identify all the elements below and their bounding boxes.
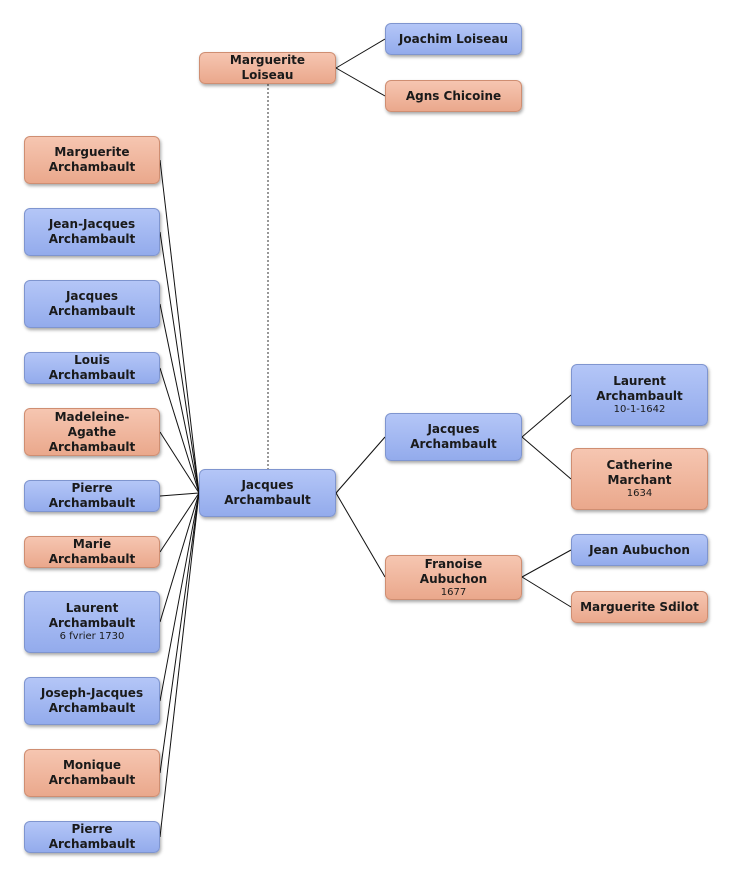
child-name: Pierre Archambault — [48, 822, 136, 851]
child-name: Marguerite Archambault — [48, 145, 136, 174]
child-link-line — [159, 231, 200, 494]
child-link-line — [159, 159, 200, 494]
paternal-grandmother-name: Catherine Marchant — [606, 458, 673, 487]
spouse-father-node[interactable]: Joachim Loiseau — [385, 23, 522, 55]
parent-link-line — [335, 38, 386, 69]
paternal-grandmother-node[interactable]: Catherine Marchant 1634 — [571, 448, 708, 510]
child-node[interactable]: Madeleine-Agathe Archambault — [24, 408, 160, 456]
child-node[interactable]: Laurent Archambault 6 fvrier 1730 — [24, 591, 160, 653]
maternal-grandmother-name: Marguerite Sdilot — [580, 599, 699, 614]
parent-link-line — [521, 436, 572, 480]
child-name: Louis Archambault — [48, 353, 136, 382]
child-node[interactable]: Marguerite Archambault — [24, 136, 160, 184]
parent-link-line — [335, 436, 386, 494]
mother-node[interactable]: Franoise Aubuchon 1677 — [385, 555, 522, 600]
parent-link-line — [335, 492, 386, 578]
mother-name: Franoise Aubuchon — [419, 556, 488, 586]
child-name: Joseph-Jacques Archambault — [40, 686, 144, 715]
maternal-grandmother-node[interactable]: Marguerite Sdilot — [571, 591, 708, 623]
father-node[interactable]: Jacques Archambault — [385, 413, 522, 461]
spouse-name: Marguerite Loiseau — [229, 53, 306, 82]
child-node[interactable]: Louis Archambault — [24, 352, 160, 384]
child-name: Pierre Archambault — [48, 481, 136, 510]
child-node[interactable]: Joseph-Jacques Archambault — [24, 677, 160, 725]
spouse-node[interactable]: Marguerite Loiseau — [199, 52, 336, 84]
child-link-line — [159, 492, 200, 553]
child-name: Monique Archambault — [48, 758, 136, 787]
spouse-father-name: Joachim Loiseau — [398, 31, 509, 46]
maternal-grandfather-name: Jean Aubuchon — [589, 542, 690, 557]
parent-link-line — [521, 576, 572, 608]
child-link-line — [159, 492, 200, 702]
child-node[interactable]: Pierre Archambault — [24, 480, 160, 512]
mother-date: 1677 — [440, 586, 467, 598]
child-name: Jean-Jacques Archambault — [48, 217, 136, 246]
paternal-grandfather-date: 10-1-1642 — [613, 404, 666, 415]
parent-link-line — [521, 394, 572, 438]
child-link-line — [159, 492, 200, 838]
child-node[interactable]: Monique Archambault — [24, 749, 160, 797]
child-node[interactable]: Marie Archambault — [24, 536, 160, 568]
maternal-grandfather-node[interactable]: Jean Aubuchon — [571, 534, 708, 566]
child-node[interactable]: Jean-Jacques Archambault — [24, 208, 160, 256]
focus-person-name: Jacques Archambault — [224, 478, 311, 507]
child-name: Laurent Archambault — [48, 601, 136, 630]
focus-person-node[interactable]: Jacques Archambault — [199, 469, 336, 517]
child-link-line — [159, 492, 200, 774]
child-link-line — [159, 303, 200, 494]
paternal-grandmother-date: 1634 — [626, 488, 653, 499]
spouse-mother-node[interactable]: Agns Chicoine — [385, 80, 522, 112]
child-node[interactable]: Jacques Archambault — [24, 280, 160, 328]
spouse-mother-name: Agns Chicoine — [405, 88, 502, 103]
child-link-line — [159, 492, 200, 497]
child-link-line — [159, 431, 200, 494]
parent-link-line — [521, 549, 572, 578]
parent-link-line — [335, 67, 386, 97]
child-name: Marie Archambault — [48, 537, 136, 566]
child-date: 6 fvrier 1730 — [59, 631, 125, 642]
child-node[interactable]: Pierre Archambault — [24, 821, 160, 853]
paternal-grandfather-name: Laurent Archambault — [596, 374, 683, 403]
child-name: Madeleine-Agathe Archambault — [48, 409, 136, 454]
child-link-line — [159, 492, 200, 623]
child-link-line — [159, 367, 200, 494]
father-name: Jacques Archambault — [410, 422, 497, 451]
child-name: Jacques Archambault — [48, 289, 136, 318]
paternal-grandfather-node[interactable]: Laurent Archambault 10-1-1642 — [571, 364, 708, 426]
